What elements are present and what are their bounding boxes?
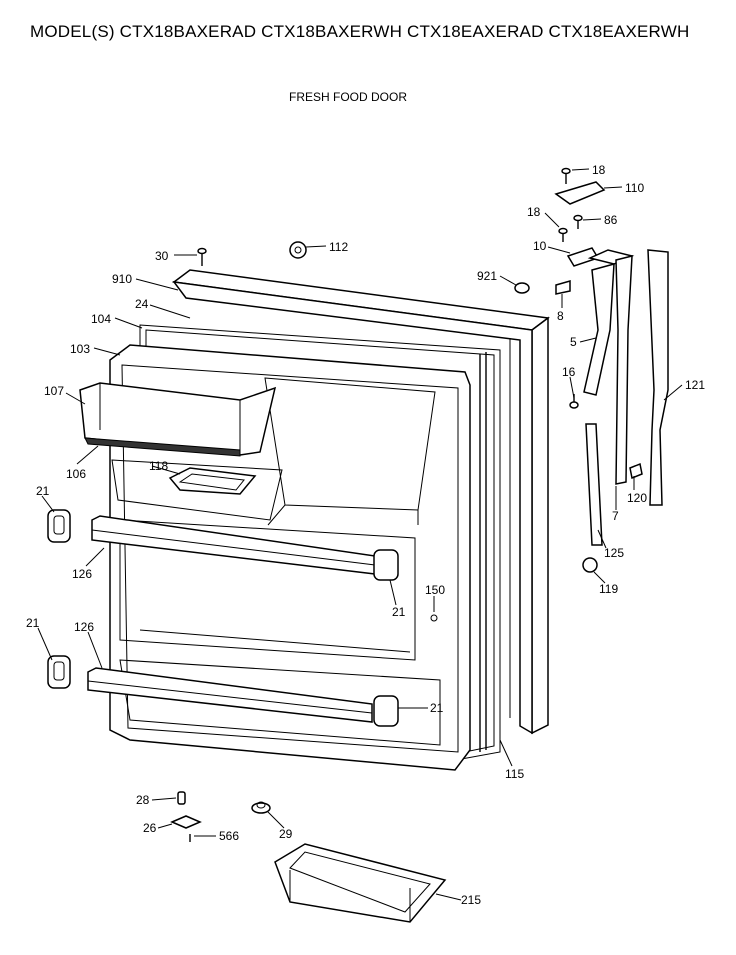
callout-18-mid: 18 <box>527 205 541 219</box>
callout-30: 30 <box>155 249 169 263</box>
top-hardware <box>197 167 606 295</box>
door-bin <box>274 843 447 923</box>
callout-115: 115 <box>505 767 524 781</box>
callout-21-upper-left: 21 <box>36 484 50 498</box>
shelf-end-caps <box>47 509 399 727</box>
callout-121: 121 <box>685 378 705 392</box>
callout-26: 26 <box>143 821 157 835</box>
callout-126-lower: 126 <box>74 620 94 634</box>
leader-lines <box>37 168 683 901</box>
callout-107: 107 <box>44 384 64 398</box>
callout-110: 110 <box>625 181 644 195</box>
callout-24: 24 <box>135 297 149 311</box>
handle-assembly <box>569 249 669 573</box>
diagram-title: MODEL(S) CTX18BAXERAD CTX18BAXERWH CTX18… <box>30 22 690 41</box>
callout-labels: 18 110 18 86 10 30 112 910 921 24 8 104 … <box>26 163 705 907</box>
callout-215: 215 <box>461 893 481 907</box>
callout-119: 119 <box>599 582 618 596</box>
callout-112: 112 <box>329 240 348 254</box>
dairy-shelf <box>168 467 257 495</box>
callout-8: 8 <box>557 309 564 323</box>
callout-150: 150 <box>425 583 445 597</box>
callout-104: 104 <box>91 312 111 326</box>
diagram-subtitle: FRESH FOOD DOOR <box>289 90 408 104</box>
callout-106: 106 <box>66 467 86 481</box>
callout-28: 28 <box>136 793 150 807</box>
callout-125: 125 <box>604 546 624 560</box>
shelf-bar-lower <box>87 667 373 723</box>
dairy-door <box>79 382 277 457</box>
callout-18-top: 18 <box>592 163 606 177</box>
callout-120: 120 <box>627 491 647 505</box>
outer-door-panel <box>172 269 550 735</box>
callout-118: 118 <box>149 459 168 473</box>
callout-5: 5 <box>570 335 577 349</box>
callout-126-upper: 126 <box>72 567 92 581</box>
callout-16: 16 <box>562 365 576 379</box>
callout-86: 86 <box>604 213 618 227</box>
bottom-hardware <box>170 614 438 842</box>
callout-910: 910 <box>112 272 132 286</box>
callout-21-upper-right: 21 <box>392 605 406 619</box>
callout-566: 566 <box>219 829 239 843</box>
callout-7: 7 <box>612 509 619 523</box>
callout-921: 921 <box>477 269 497 283</box>
callout-21-lower-right: 21 <box>430 701 444 715</box>
callout-21-lower-left: 21 <box>26 616 40 630</box>
callout-29: 29 <box>279 827 293 841</box>
callout-103: 103 <box>70 342 90 356</box>
callout-10: 10 <box>533 239 547 253</box>
